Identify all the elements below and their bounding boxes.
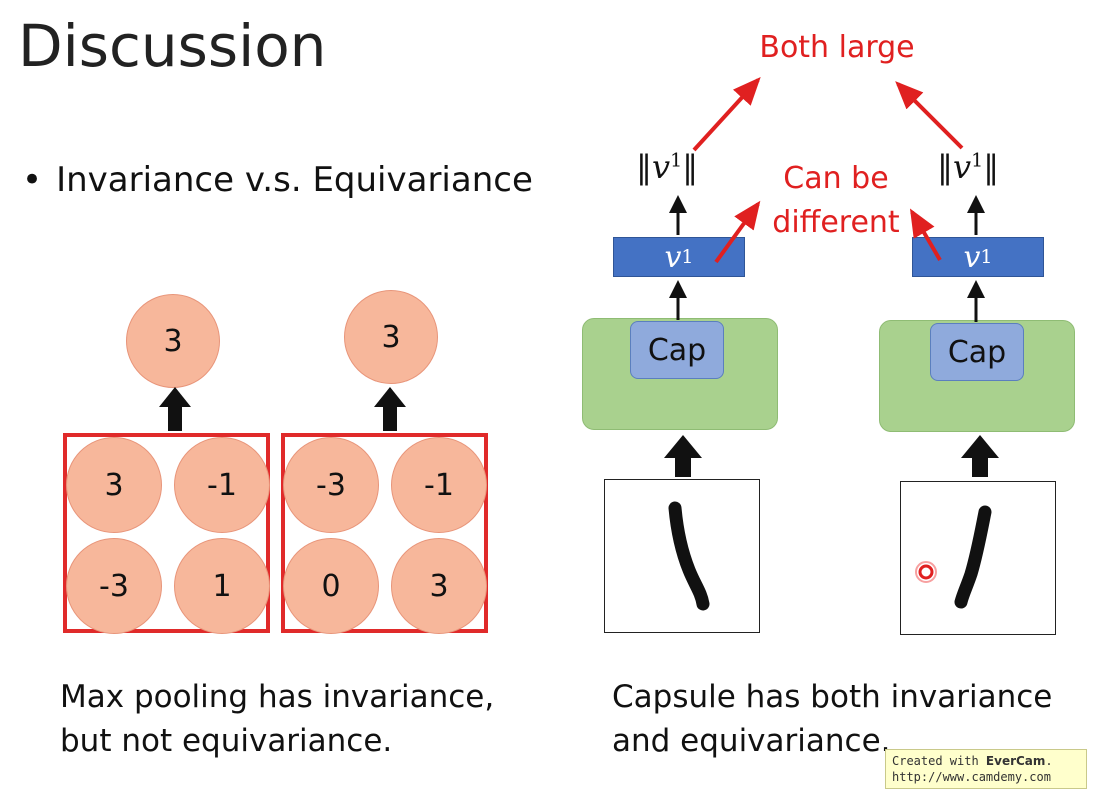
max-pooling-caption: Max pooling has invariance, but not equi… <box>60 675 494 763</box>
pool-input-box-right <box>281 433 488 633</box>
bullet-dot-icon: • <box>22 160 43 200</box>
handwritten-one-left-icon <box>668 501 710 611</box>
v-to-different-arrow-left <box>714 200 761 264</box>
pool-arrow-left-icon <box>159 387 191 431</box>
norm-to-both-large-arrow-left <box>692 77 761 152</box>
pool-input-right-1: -3 <box>283 437 379 533</box>
vector-norm-right: ‖v1‖ <box>937 148 1000 186</box>
pool-input-right-2: -1 <box>391 437 487 533</box>
label-different: different <box>772 205 900 240</box>
pool-input-box-left <box>63 433 270 633</box>
pool-input-left-2: -1 <box>174 437 270 533</box>
pool-input-left-4: 1 <box>174 538 270 634</box>
pool-arrow-right-icon <box>374 387 406 431</box>
capsule-unit-left: Cap <box>630 321 724 379</box>
pool-input-right-4: 3 <box>391 538 487 634</box>
max-pooling-caption-line1: Max pooling has invariance, <box>60 679 495 715</box>
capsule-unit-right: Cap <box>930 323 1024 381</box>
vector-norm-left: ‖v1‖ <box>636 148 699 186</box>
pool-input-left-1: 3 <box>66 437 162 533</box>
digit-image-left <box>604 479 760 633</box>
max-pooling-caption-line2: but not equivariance. <box>60 723 393 759</box>
capsule-caption: Capsule has both invariance and equivari… <box>612 675 1052 763</box>
label-can-be: Can be <box>783 161 889 196</box>
pool-output-right: 3 <box>344 290 438 384</box>
bullet-point: • Invariance v.s. Equivariance <box>22 160 533 200</box>
pool-input-left-3: -3 <box>66 538 162 634</box>
pool-output-left: 3 <box>126 294 220 388</box>
bullet-text: Invariance v.s. Equivariance <box>56 160 533 200</box>
label-both-large: Both large <box>759 30 915 65</box>
capsule-input-arrow-right-icon <box>961 435 999 477</box>
pool-input-right-3: 0 <box>283 538 379 634</box>
capsule-input-arrow-left-icon <box>664 435 702 477</box>
capsule-caption-line2: and equivariance. <box>612 723 891 759</box>
slide-title: Discussion <box>18 12 327 80</box>
v-to-different-arrow-right <box>909 208 942 262</box>
watermark-url: http://www.camdemy.com <box>892 770 1051 784</box>
evercam-watermark: Created with EverCam. http://www.camdemy… <box>885 749 1087 789</box>
handwritten-one-right-icon <box>915 505 992 609</box>
norm-to-both-large-arrow-right <box>895 81 964 150</box>
digit-image-right <box>900 481 1056 635</box>
label-can-be-different: Can be different <box>752 157 920 245</box>
capsule-caption-line1: Capsule has both invariance <box>612 679 1053 715</box>
